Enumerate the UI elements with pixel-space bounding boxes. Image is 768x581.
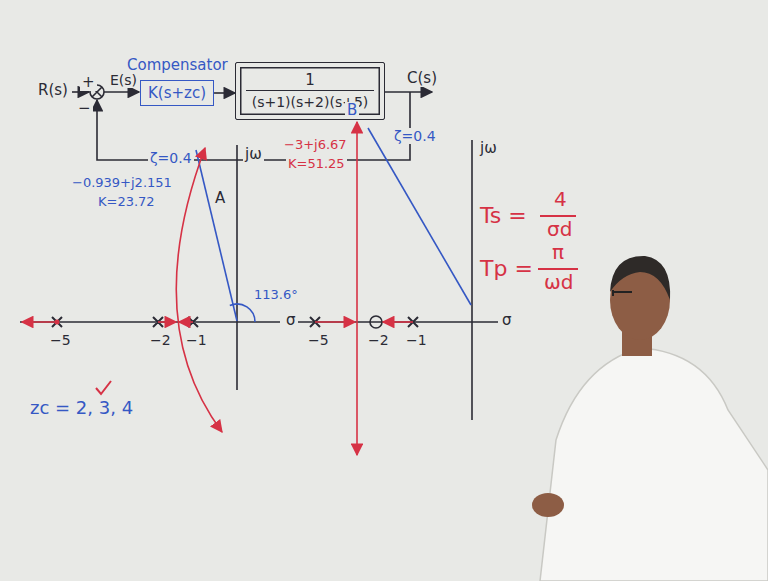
tick-label: −1 (184, 332, 209, 348)
axis-label: σ (284, 312, 298, 329)
tick-label: −5 (48, 332, 73, 348)
formula-term: π (550, 241, 566, 264)
hand (532, 493, 564, 517)
sign: + (80, 74, 97, 91)
locus-branch (356, 322, 358, 455)
numerator: 1 (246, 71, 374, 91)
shirt (540, 348, 768, 581)
transfer-function: K(s+zc) (148, 84, 206, 102)
tick-label: −2 (366, 332, 391, 348)
locus-axis-segment (179, 321, 193, 323)
zero-mark (370, 316, 382, 328)
locus-axis-segment (158, 321, 176, 323)
compensator-box: CompensatorK(s+zc) (140, 80, 214, 106)
input-line (72, 91, 89, 93)
check-mark (96, 381, 111, 394)
axis-label: jω (243, 146, 264, 163)
gain-value: K=51.25 (286, 157, 347, 172)
formula-term: 4 (552, 188, 569, 211)
hair (610, 256, 670, 300)
sigma-axis (295, 321, 498, 323)
formula-term: Ts = (478, 203, 529, 228)
formula-term: σd (545, 218, 574, 241)
angle-arc (230, 304, 255, 322)
fraction-bar (538, 268, 578, 270)
glasses (612, 290, 632, 296)
jw-axis (236, 145, 238, 390)
locus-axis-segment (22, 321, 57, 323)
jw-axis (471, 140, 473, 420)
tick-label: −1 (404, 332, 429, 348)
locus-axis-segment (315, 321, 355, 323)
left-root-locus (20, 145, 280, 432)
compensator-heading: Compensator (127, 56, 228, 74)
zero-choices: zc = 2, 3, 4 (28, 398, 135, 419)
error-line (104, 91, 139, 93)
pole-coordinate: −3+j6.67 (282, 138, 349, 153)
fraction-bars (538, 216, 578, 269)
signal-name: E(s) (108, 72, 139, 88)
signal-connector (214, 92, 235, 94)
signal-name: C(s) (405, 70, 439, 87)
pole-coordinate: −0.939+j2.151 (70, 176, 174, 191)
angle-label: 113.6° (252, 288, 300, 303)
locus-dot (55, 320, 60, 325)
axis-label: σ (500, 312, 514, 329)
pole-marks (310, 317, 418, 327)
damping-label: ζ=0.4 (392, 128, 438, 144)
damping-line (368, 128, 471, 305)
fraction-bar (540, 215, 576, 217)
plant-box: 1(s+1)(s+2)(s+5) (235, 62, 385, 120)
locus-axis-segment (383, 321, 413, 323)
pole-marks (52, 317, 198, 327)
tick-label: −2 (148, 332, 173, 348)
output-line (385, 91, 432, 93)
axis-label: jω (478, 140, 499, 157)
right-root-locus (295, 122, 498, 455)
formula-term: ωd (542, 271, 575, 294)
gain-value: K=23.72 (96, 195, 157, 210)
damping-line (196, 150, 237, 321)
locus-branch (356, 122, 358, 322)
sign: − (76, 100, 93, 117)
lecturer-figure (532, 256, 768, 581)
damping-label: ζ=0.4 (148, 150, 194, 166)
point-label: A (213, 190, 227, 207)
point-label: B (345, 102, 359, 119)
tick-label: −5 (306, 332, 331, 348)
signal-name: R(s) (36, 82, 70, 99)
formula-term: Tp = (478, 256, 535, 281)
